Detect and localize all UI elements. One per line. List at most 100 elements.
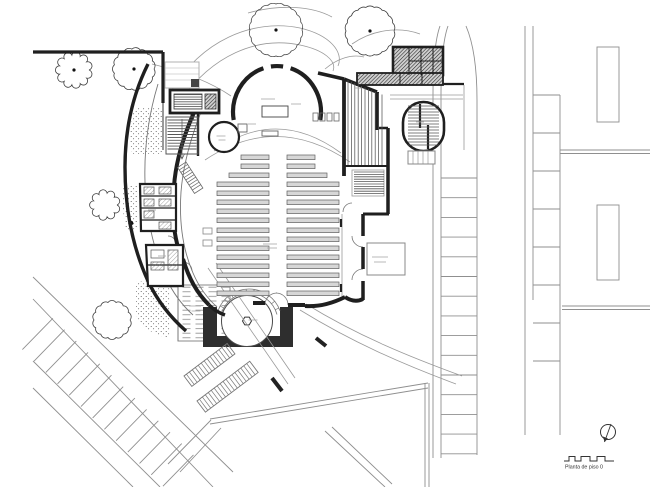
stair-step bbox=[182, 169, 192, 176]
parking-bays-street bbox=[533, 94, 560, 362]
parking-tick bbox=[115, 409, 147, 442]
stair-step bbox=[183, 171, 193, 178]
stair-step bbox=[179, 164, 188, 171]
tree-trunk-dot bbox=[368, 29, 372, 33]
parking-tick bbox=[162, 454, 194, 487]
side-chapel bbox=[207, 120, 241, 154]
colonnade-tick bbox=[219, 305, 224, 309]
sacristy-closet bbox=[204, 93, 217, 110]
street-road-2 bbox=[524, 26, 650, 435]
stair-step bbox=[246, 363, 256, 375]
ambo bbox=[261, 130, 279, 137]
stair-step bbox=[234, 372, 244, 384]
small-fixture bbox=[202, 227, 213, 235]
pew-row bbox=[286, 272, 340, 278]
oval-stair-steps bbox=[408, 105, 439, 146]
pew-row bbox=[216, 272, 270, 278]
pew-row bbox=[286, 199, 340, 205]
stair-step bbox=[197, 365, 207, 376]
promenade-arc bbox=[299, 309, 457, 385]
parking-tick bbox=[22, 318, 54, 350]
room-stair bbox=[351, 169, 385, 197]
colonnade-tick bbox=[275, 307, 280, 311]
stair-step bbox=[194, 367, 204, 379]
stair-step bbox=[222, 381, 232, 393]
stair-step bbox=[192, 369, 201, 381]
pew-row bbox=[216, 217, 270, 223]
promenade-arc bbox=[305, 303, 463, 377]
stair-step bbox=[188, 179, 198, 186]
neighbor-building bbox=[596, 204, 620, 281]
pew-row bbox=[286, 190, 340, 196]
pew-row bbox=[286, 181, 340, 187]
parking-tick bbox=[150, 443, 183, 476]
stair-step bbox=[190, 181, 200, 188]
pew-row bbox=[286, 245, 340, 251]
colonnade-tick bbox=[224, 299, 229, 303]
church-walls bbox=[33, 45, 464, 333]
lectern bbox=[237, 123, 248, 133]
room-door-arc bbox=[342, 202, 353, 213]
garden-stipple bbox=[122, 107, 170, 338]
wc-block bbox=[138, 182, 178, 233]
stair-step bbox=[228, 376, 238, 389]
fan-stair bbox=[347, 80, 383, 165]
stair-step bbox=[185, 174, 195, 181]
corridor-door-arcs bbox=[351, 235, 364, 281]
nave-inner-line bbox=[180, 111, 218, 308]
pew-row bbox=[216, 245, 270, 251]
service-rooms-hatched bbox=[356, 45, 464, 86]
parking-tick bbox=[57, 352, 89, 385]
sacristy-cabinets bbox=[173, 93, 203, 110]
pew-row bbox=[286, 236, 340, 242]
micro-annotations bbox=[148, 87, 424, 321]
main-stair bbox=[165, 116, 199, 160]
tree-trunk-dot bbox=[132, 67, 136, 71]
street-parking-road bbox=[432, 25, 478, 458]
scale-bar bbox=[564, 456, 614, 462]
parking-tick bbox=[104, 397, 136, 430]
stair-step bbox=[209, 356, 219, 367]
tree-icon bbox=[344, 5, 396, 57]
stair-step bbox=[237, 370, 247, 382]
stair-step bbox=[202, 396, 212, 409]
stair-step bbox=[199, 398, 209, 411]
pew-row bbox=[286, 217, 340, 223]
stair-step bbox=[187, 176, 196, 183]
canopy bbox=[164, 61, 200, 89]
terrain-contours bbox=[151, 6, 421, 101]
stair-step bbox=[218, 349, 228, 361]
switchback-flight bbox=[196, 360, 259, 413]
walkway bbox=[390, 85, 465, 150]
stair-step bbox=[205, 394, 215, 407]
storage-fixtures bbox=[150, 249, 179, 271]
furniture bbox=[143, 61, 436, 276]
stair-step bbox=[206, 358, 216, 370]
altar-table bbox=[261, 105, 289, 118]
side-street-stub bbox=[562, 305, 650, 310]
parking-tick bbox=[92, 386, 124, 419]
outdoor-switchback-stair bbox=[183, 342, 259, 413]
nave-bottom-wall bbox=[207, 295, 364, 317]
stair-step bbox=[231, 374, 241, 387]
pew-row bbox=[216, 199, 270, 205]
tree-icon bbox=[55, 51, 93, 89]
boundary-wall bbox=[33, 50, 165, 103]
small-stair-band bbox=[177, 161, 204, 194]
pew-row bbox=[216, 281, 270, 287]
pew-row bbox=[216, 263, 270, 269]
stair-step bbox=[240, 367, 250, 380]
stair-step bbox=[221, 347, 230, 359]
site-layer bbox=[22, 25, 650, 487]
nave-pews bbox=[216, 154, 340, 296]
pew-row bbox=[216, 181, 270, 187]
parking-tick bbox=[45, 340, 77, 373]
stair-step bbox=[212, 353, 222, 365]
stair-step bbox=[207, 392, 217, 404]
bollard-dashes bbox=[270, 219, 343, 393]
diagonal-parking-road bbox=[22, 276, 234, 487]
pew-row bbox=[240, 163, 270, 169]
pew-row bbox=[286, 163, 316, 169]
